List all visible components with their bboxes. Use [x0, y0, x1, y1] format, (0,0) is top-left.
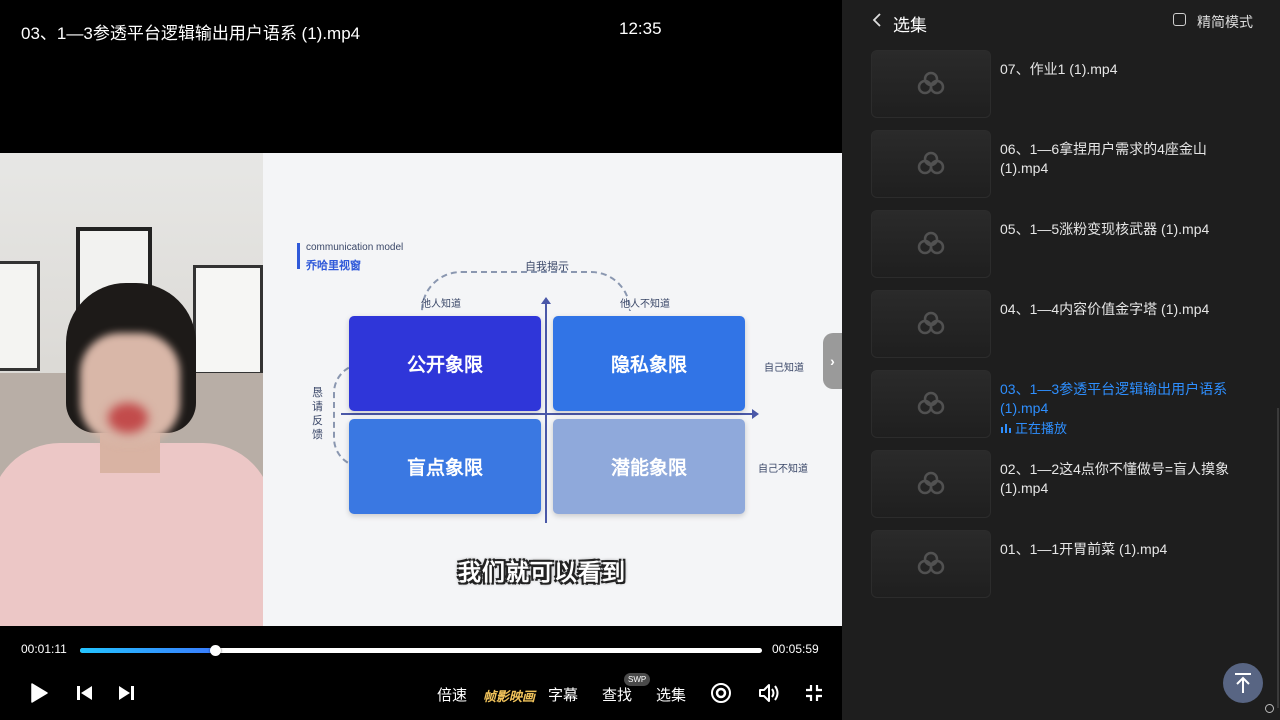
eye-icon [711, 683, 731, 703]
cloud-placeholder-icon [917, 471, 945, 495]
search-badge: SWP [624, 673, 651, 686]
quadrant-unknown: 潜能象限 [553, 419, 745, 514]
episode-item[interactable]: 02、1—2这4点你不懂做号=盲人摸象 (1).mp4 [871, 450, 1271, 518]
episode-thumbnail[interactable] [871, 450, 991, 518]
others-know-label: 他人知道 [421, 299, 461, 310]
clock: 12:35 [619, 19, 662, 38]
subtitles-button[interactable]: 字幕 [548, 687, 579, 704]
equalizer-icon [1001, 424, 1011, 433]
episode-thumbnail[interactable] [871, 130, 991, 198]
slide-title-en: communication model [306, 242, 404, 253]
episodes-button[interactable]: 选集 [656, 687, 687, 704]
video-title: 03、1—3参透平台逻辑输出用户语系 (1).mp4 [21, 24, 361, 43]
film-mode-button[interactable]: 帧影映画 [483, 689, 536, 704]
slide: communication model 乔哈里视窗 自我揭示 他人知道 他人不知… [263, 153, 842, 626]
volume-button[interactable] [757, 680, 781, 706]
arc-label: 自我揭示 [525, 261, 569, 273]
chevron-left-icon [872, 13, 881, 27]
progress-thumb[interactable] [210, 645, 222, 656]
episode-title: 04、1—4内容价值金字塔 (1).mp4 [1000, 301, 1210, 317]
play-button[interactable] [28, 680, 50, 706]
panel-title: 选集 [893, 16, 927, 35]
total-time: 00:05:59 [772, 642, 819, 656]
episode-thumbnail[interactable] [871, 370, 991, 438]
current-time: 00:01:11 [21, 642, 67, 656]
cloud-placeholder-icon [917, 311, 945, 335]
video-subtitle: 我们就可以看到 [458, 559, 626, 585]
cloud-placeholder-icon [917, 71, 945, 95]
episode-title: 07、作业1 (1).mp4 [1000, 61, 1118, 77]
back-button[interactable] [872, 12, 882, 33]
episode-item[interactable]: 05、1—5涨粉变现核武器 (1).mp4 [871, 210, 1271, 278]
previous-button[interactable] [74, 680, 96, 706]
arrow-up-icon [1235, 673, 1251, 693]
feedback-label: 恳请反馈 [312, 387, 323, 441]
simple-mode-checkbox[interactable] [1173, 13, 1186, 26]
episode-item[interactable]: 03、1—3参透平台逻辑输出用户语系 (1).mp4 正在播放 [871, 370, 1271, 438]
episode-item[interactable]: 01、1—1开胃前菜 (1).mp4 [871, 530, 1271, 598]
quadrant-blind: 盲点象限 [349, 419, 541, 514]
episode-item[interactable]: 04、1—4内容价值金字塔 (1).mp4 [871, 290, 1271, 358]
episode-item[interactable]: 07、作业1 (1).mp4 [871, 50, 1271, 118]
next-button[interactable] [115, 680, 137, 706]
simple-mode-label[interactable]: 精简模式 [1197, 14, 1253, 30]
now-playing-indicator: 正在播放 [1000, 418, 1067, 437]
exit-fullscreen-button[interactable] [803, 680, 825, 706]
episode-panel: 选集 精简模式 07、作业1 (1).mp4 06、1—6拿捏用户需求的4座金山 … [842, 0, 1280, 720]
episode-thumbnail[interactable] [871, 290, 991, 358]
slide-title-cn: 乔哈里视窗 [306, 260, 361, 272]
quadrant-hidden: 隐私象限 [553, 316, 745, 411]
speed-button[interactable]: 倍速 [437, 687, 468, 704]
progress-bar[interactable] [80, 645, 762, 656]
video-player[interactable]: 03、1—3参透平台逻辑输出用户语系 (1).mp4 12:35 communi… [0, 0, 842, 720]
cloud-placeholder-icon [917, 151, 945, 175]
cloud-placeholder-icon [917, 551, 945, 575]
episode-title: 03、1—3参透平台逻辑输出用户语系 (1).mp4 [1000, 381, 1228, 416]
episode-item[interactable]: 06、1—6拿捏用户需求的4座金山 (1).mp4 [871, 130, 1271, 198]
quadrant-open: 公开象限 [349, 316, 541, 411]
episode-title: 06、1—6拿捏用户需求的4座金山 (1).mp4 [1000, 141, 1207, 176]
self-know-label: 自己知道 [764, 363, 804, 374]
exit-fullscreen-icon [806, 685, 822, 701]
scrollbar[interactable] [1277, 408, 1279, 708]
search-button[interactable]: 查找 [602, 687, 633, 704]
presenter-camera [0, 153, 263, 626]
back-to-top-button[interactable] [1223, 663, 1263, 703]
skip-back-icon [77, 686, 92, 700]
episode-title: 01、1—1开胃前菜 (1).mp4 [1000, 541, 1168, 557]
cloud-placeholder-icon [917, 231, 945, 255]
episode-title: 02、1—2这4点你不懂做号=盲人摸象 (1).mp4 [1000, 461, 1230, 496]
now-playing-label: 正在播放 [1015, 421, 1068, 436]
play-icon [31, 683, 48, 703]
view-button[interactable] [710, 680, 732, 706]
cloud-placeholder-icon [917, 391, 945, 415]
episode-title: 05、1—5涨粉变现核武器 (1).mp4 [1000, 221, 1210, 237]
others-unknown-label: 他人不知道 [620, 299, 670, 310]
episode-thumbnail[interactable] [871, 530, 991, 598]
episode-thumbnail[interactable] [871, 50, 991, 118]
episode-thumbnail[interactable] [871, 210, 991, 278]
volume-icon [759, 684, 779, 702]
collapse-panel-handle[interactable]: › [823, 333, 842, 389]
video-frame[interactable]: communication model 乔哈里视窗 自我揭示 他人知道 他人不知… [0, 153, 842, 626]
progress-fill [80, 648, 216, 653]
skip-forward-icon [119, 686, 134, 700]
chevron-right-icon: › [830, 353, 835, 369]
settings-dot-icon[interactable] [1265, 704, 1274, 713]
self-unknown-label: 自己不知道 [758, 464, 808, 475]
